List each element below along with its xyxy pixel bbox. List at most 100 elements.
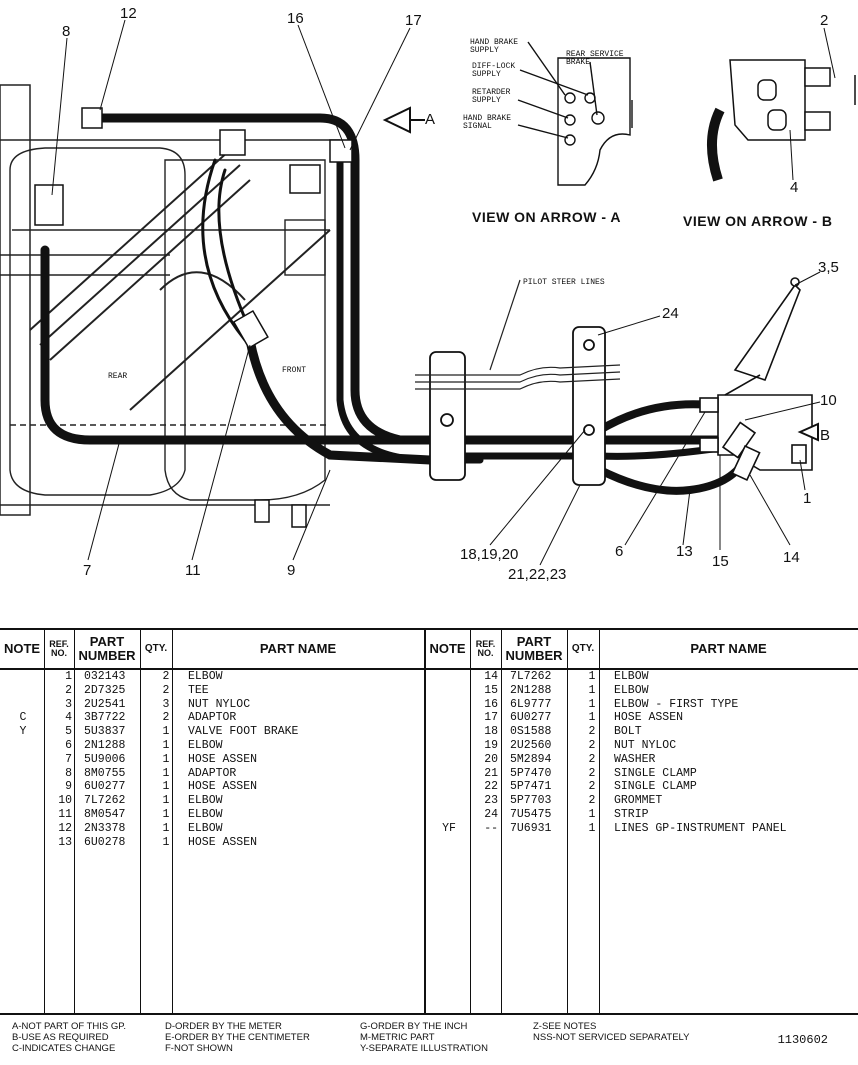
row-part-name: ELBOW - FIRST TYPE xyxy=(614,697,739,711)
row-qty: 1 xyxy=(588,670,596,683)
callout-18-19-20: 18,19,20 xyxy=(460,546,518,563)
row-part-name: GROMMET xyxy=(614,794,663,808)
row-ref: -- xyxy=(484,821,498,835)
legend-item: M-METRIC PART xyxy=(360,1032,435,1043)
legend-item: B-USE AS REQUIRED xyxy=(12,1032,109,1043)
row-part-number: 0S1588 xyxy=(510,725,552,739)
callout-11: 11 xyxy=(185,562,201,579)
row-note xyxy=(0,794,46,808)
row-part-name: STRIP xyxy=(614,807,649,821)
header-part-number-right: PART NUMBER xyxy=(501,630,567,670)
callout-1: 1 xyxy=(803,490,811,507)
row-ref: 20 xyxy=(484,752,498,766)
header-ref-left: REF. NO. xyxy=(44,630,74,670)
callout-15: 15 xyxy=(712,553,729,570)
view-b-detail xyxy=(706,59,856,182)
row-note xyxy=(0,767,46,781)
row-part-name: HOSE ASSEN xyxy=(614,711,684,725)
row-qty: 3 xyxy=(162,697,170,711)
row-part-number: 3B7722 xyxy=(84,711,126,725)
row-ref: 9 xyxy=(65,780,72,794)
row-part-name: HOSE ASSEN xyxy=(188,752,258,766)
row-part-number: 5P7703 xyxy=(510,794,552,808)
row-part-number: 5U3837 xyxy=(84,725,126,739)
row-qty: 1 xyxy=(162,725,170,739)
row-part-name: ELBOW xyxy=(188,794,223,808)
row-part-number: 2U2560 xyxy=(510,738,552,752)
row-part-name: ELBOW xyxy=(188,807,223,821)
row-part-number: 6L9777 xyxy=(510,697,552,711)
callout-4: 4 xyxy=(790,179,798,196)
row-part-number: 032143 xyxy=(84,670,126,683)
row-part-number: 2D7325 xyxy=(84,683,126,697)
legend-item: Z-SEE NOTES xyxy=(533,1021,597,1032)
row-note xyxy=(0,822,46,836)
callout-6: 6 xyxy=(615,543,623,560)
row-note xyxy=(0,753,46,767)
row-note xyxy=(0,739,46,753)
row-note: C xyxy=(19,711,27,725)
row-note xyxy=(426,767,472,781)
legend-item: A-NOT PART OF THIS GP. xyxy=(12,1021,127,1032)
legend-item: C-INDICATES CHANGE xyxy=(12,1043,116,1054)
header-part-name-right: PART NAME xyxy=(599,630,858,670)
legend-col-1: A-NOT PART OF THIS GP. B-USE AS REQUIRED… xyxy=(12,1021,126,1054)
row-ref: 21 xyxy=(484,766,498,780)
parts-table: NOTE REF. NO. PART NUMBER QTY. PART NAME… xyxy=(0,628,858,1015)
main-hoses xyxy=(40,113,749,495)
row-note xyxy=(426,684,472,698)
front-label: FRONT xyxy=(282,366,306,375)
callout-21-22-23: 21,22,23 xyxy=(508,566,566,583)
arrow-b-label: B xyxy=(820,427,830,444)
row-part-name: SINGLE CLAMP xyxy=(614,780,697,794)
view-a-title-text: VIEW ON ARROW - A xyxy=(472,209,621,225)
svg-text:DIFF-LOCK: DIFF-LOCK xyxy=(472,62,515,71)
row-part-number: 7L7262 xyxy=(84,794,126,808)
header-ref-right: REF. NO. xyxy=(470,630,501,670)
row-ref: 22 xyxy=(484,780,498,794)
row-qty: 2 xyxy=(588,738,596,752)
callout-3-5: 3,5 xyxy=(818,259,839,276)
row-ref: 12 xyxy=(58,821,72,835)
legend-item: NSS-NOT SERVICED SEPARATELY xyxy=(533,1032,690,1043)
row-qty: 1 xyxy=(162,835,170,849)
callout-8: 8 xyxy=(62,23,70,40)
row-ref: 18 xyxy=(484,725,498,739)
row-qty: 1 xyxy=(162,807,170,821)
callout-17: 17 xyxy=(405,12,422,29)
row-part-name: ELBOW xyxy=(614,670,649,683)
row-note xyxy=(426,808,472,822)
row-part-name: NUT NYLOC xyxy=(614,738,677,752)
row-note xyxy=(0,698,46,712)
row-note xyxy=(426,698,472,712)
legend-item: F-NOT SHOWN xyxy=(165,1043,233,1054)
row-qty: 2 xyxy=(162,683,170,697)
row-note xyxy=(426,753,472,767)
row-note xyxy=(426,794,472,808)
row-part-name: ADAPTOR xyxy=(188,766,237,780)
row-note xyxy=(426,739,472,753)
row-ref: 10 xyxy=(58,794,72,808)
row-part-number: 2U2541 xyxy=(84,697,126,711)
row-ref: 2 xyxy=(65,683,72,697)
row-note xyxy=(426,711,472,725)
row-part-name: BOLT xyxy=(614,725,642,739)
leader-lines xyxy=(51,19,836,566)
callout-16: 16 xyxy=(287,10,304,27)
row-part-number: 7L7262 xyxy=(510,670,552,683)
row-part-name: ELBOW xyxy=(188,670,223,683)
legend-col-2: D-ORDER BY THE METER E-ORDER BY THE CENT… xyxy=(165,1021,310,1054)
